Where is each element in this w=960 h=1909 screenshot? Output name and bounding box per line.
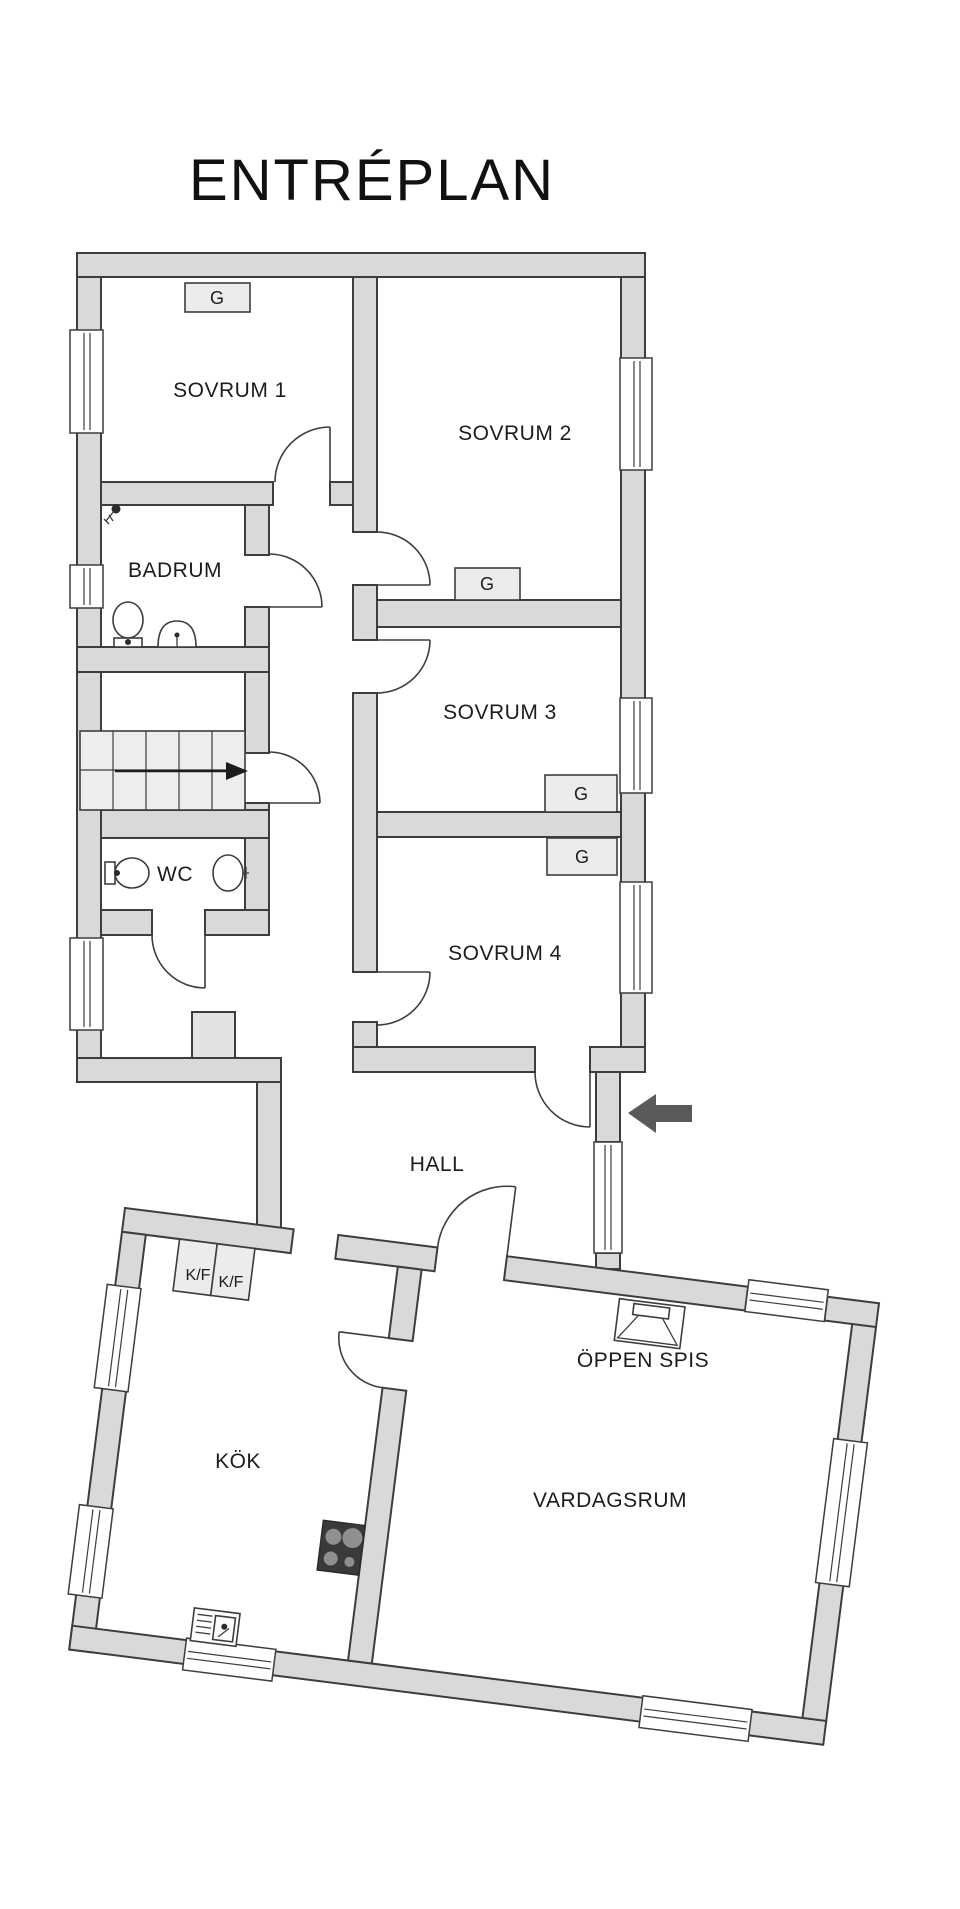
sink-icon	[189, 1606, 241, 1648]
window-icon	[619, 697, 653, 794]
lower-walls	[67, 1185, 881, 1746]
room-label-sovrum1: SOVRUM 1	[173, 379, 287, 402]
stairs-direction-arrow-icon	[226, 762, 248, 780]
labels: ENTRÉPLAN SOVRUM 1 SOVRUM 2 BADRUM SOVRU…	[128, 148, 709, 1512]
wall-segment	[244, 671, 270, 754]
windows-upper	[69, 329, 653, 1254]
appliance-label-kf2: K/F	[219, 1274, 244, 1291]
wall-segment	[387, 1265, 423, 1343]
closet-sovrum2	[454, 567, 521, 601]
wall-segment	[204, 909, 270, 936]
chimney-shaft	[191, 1011, 236, 1059]
window-icon	[69, 564, 104, 609]
doors-upper	[151, 426, 591, 1128]
wall-segment	[244, 504, 270, 556]
wall-segment	[352, 692, 378, 973]
window-icon	[69, 329, 104, 434]
stove-icon	[316, 1519, 366, 1577]
room-label-hall: HALL	[410, 1153, 465, 1176]
room-label-sovrum2: SOVRUM 2	[458, 422, 572, 445]
door-swing-icon	[436, 1185, 517, 1257]
wall-segment	[100, 909, 153, 936]
appliance-label-kf1: K/F	[186, 1267, 211, 1284]
room-label-badrum: BADRUM	[128, 559, 222, 582]
wall-segment	[100, 809, 270, 839]
wall-segment	[76, 1057, 282, 1083]
fireplace-icon	[613, 1297, 686, 1350]
window-icon	[619, 357, 653, 471]
window-icon	[814, 1437, 869, 1588]
wall-segment	[100, 481, 274, 506]
door-swing-icon	[376, 639, 431, 694]
badrum-fixtures	[103, 504, 249, 892]
wall-segment	[334, 1233, 439, 1273]
door-swing-icon	[337, 1331, 389, 1389]
wall-segment	[595, 1071, 621, 1143]
wall-segment	[76, 646, 270, 673]
lower-wing	[67, 1185, 881, 1746]
door-swing-icon	[376, 971, 431, 1026]
closet-label-g3: G	[574, 784, 588, 804]
room-label-vardagsrum: VARDAGSRUM	[533, 1489, 687, 1512]
entrance-door	[534, 1071, 591, 1128]
fridge-freezer-box	[209, 1242, 256, 1302]
page-title: ENTRÉPLAN	[189, 148, 555, 213]
entrance-arrow-icon	[628, 1094, 692, 1133]
closet-sovrum4	[546, 837, 618, 876]
window-icon	[638, 1694, 753, 1743]
wall-segment	[352, 584, 378, 641]
wall-segment	[823, 1295, 881, 1329]
closet-label-g1: G	[210, 288, 224, 308]
toilet-icon	[104, 857, 150, 889]
window-icon	[744, 1278, 830, 1323]
wall-segment	[244, 606, 270, 648]
room-label-sovrum4: SOVRUM 4	[448, 942, 562, 965]
wall-segment	[256, 1081, 282, 1249]
staircase	[79, 730, 248, 811]
door-swing-icon	[268, 751, 321, 804]
room-label-kok: KÖK	[215, 1450, 261, 1473]
sink-icon	[212, 854, 249, 892]
window-icon	[593, 1141, 623, 1254]
room-label-wc: WC	[157, 863, 193, 886]
wall-segment	[376, 811, 622, 838]
window-icon	[69, 937, 104, 1031]
door-swing-icon	[274, 426, 331, 483]
wall-segment	[352, 276, 378, 533]
door-swing-icon	[376, 531, 431, 586]
shower-icon	[103, 504, 121, 525]
window-icon	[619, 881, 653, 994]
sink-icon	[157, 620, 197, 648]
wall-segment	[352, 1046, 536, 1073]
closet-label-g2: G	[480, 574, 494, 594]
wall-segment	[346, 1386, 408, 1665]
closet-sovrum1	[184, 282, 251, 313]
wall-segment	[352, 1021, 378, 1048]
window-icon	[67, 1503, 115, 1600]
door-swing-icon	[151, 934, 206, 989]
upper-wing	[69, 252, 692, 1270]
wall-segment	[376, 599, 622, 628]
door-swing-icon	[268, 553, 323, 608]
closet-label-g4: G	[575, 847, 589, 867]
wall-top	[76, 252, 646, 278]
wall-segment	[595, 1252, 621, 1270]
room-label-sovrum3: SOVRUM 3	[443, 701, 557, 724]
toilet-icon	[112, 601, 144, 648]
window-icon	[93, 1283, 142, 1393]
wall-segment	[329, 481, 354, 506]
room-label-oppen-spis: ÖPPEN SPIS	[577, 1349, 709, 1372]
wall-segment	[589, 1046, 646, 1073]
closet-sovrum3	[544, 774, 618, 813]
